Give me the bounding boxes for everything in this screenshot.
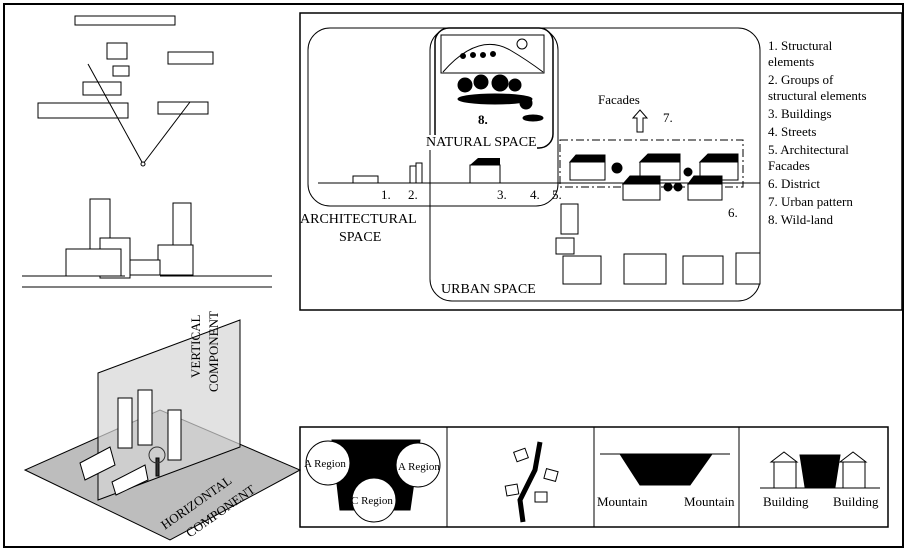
a-region-left-label: A Region <box>304 458 346 470</box>
mountain-right-label: Mountain <box>684 494 735 509</box>
up-arrow-icon <box>631 109 649 133</box>
marker-5: 5. <box>552 187 562 202</box>
vertical-component-label-line2: COMPONENT <box>206 311 221 392</box>
a-region-right-label: A Region <box>398 461 440 473</box>
marker-3: 3. <box>497 187 507 202</box>
marker-4: 4. <box>530 187 540 202</box>
facades-label: Facades <box>598 92 640 107</box>
marker-2: 2. <box>408 187 418 202</box>
marker-8: 8. <box>478 112 488 127</box>
building-left-label: Building <box>763 494 809 509</box>
marker-1: 1. <box>381 187 391 202</box>
architectural-space-label-line2: SPACE <box>339 230 382 245</box>
legend-item-6: 6. District <box>768 176 820 191</box>
legend-item-4: 4. Streets <box>768 124 817 139</box>
marker-7: 7. <box>663 110 673 125</box>
main-diagram <box>299 12 903 311</box>
figure-frame <box>3 3 904 548</box>
marker-6: 6. <box>728 205 738 220</box>
tree-icon <box>148 446 166 477</box>
architectural-space-label: ARCHITECTURAL <box>300 212 417 227</box>
vertical-component-label: VERTICAL <box>188 314 203 379</box>
bottom-panels <box>299 426 889 528</box>
legend-item-3: 3. Buildings <box>768 106 832 121</box>
street-buildings-sketch <box>22 198 272 288</box>
natural-space-label: NATURAL SPACE <box>426 135 537 150</box>
building-right-label: Building <box>833 494 879 509</box>
c-region-label: C Region <box>351 495 393 507</box>
components-sketch <box>23 319 302 541</box>
legend-item-8: 8. Wild-land <box>768 212 833 227</box>
mountain-left-label: Mountain <box>597 494 648 509</box>
perspective-sketch <box>37 15 214 167</box>
urban-space-label: URBAN SPACE <box>441 282 536 297</box>
legend-item-7: 7. Urban pattern <box>768 194 853 209</box>
